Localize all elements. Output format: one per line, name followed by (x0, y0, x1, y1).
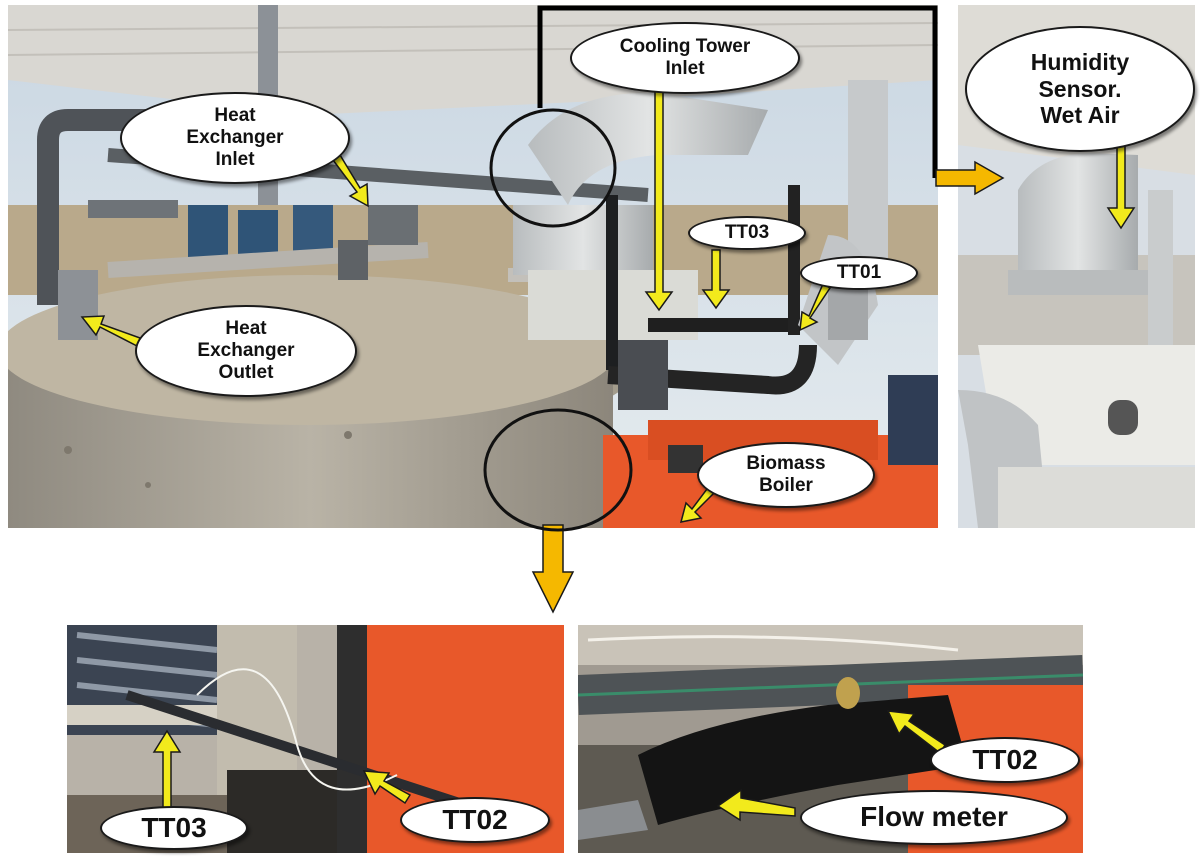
label-tt03-detail: TT03 (100, 806, 248, 850)
label-tt02-detail-right: TT02 (930, 737, 1080, 783)
label-cooling-tower-inlet: Cooling Tower Inlet (570, 22, 800, 94)
label-biomass-boiler: Biomass Boiler (697, 442, 875, 508)
label-flow-meter: Flow meter (800, 790, 1068, 845)
label-tt01-main: TT01 (800, 256, 918, 290)
label-tt03-main: TT03 (688, 216, 806, 250)
label-tt02-detail-left: TT02 (400, 797, 550, 843)
orange-arrow-icon (531, 524, 575, 614)
label-heat-exchanger-outlet: Heat Exchanger Outlet (135, 305, 357, 397)
label-heat-exchanger-inlet: Heat Exchanger Inlet (120, 92, 350, 184)
label-humidity-sensor: Humidity Sensor. Wet Air (965, 26, 1195, 152)
